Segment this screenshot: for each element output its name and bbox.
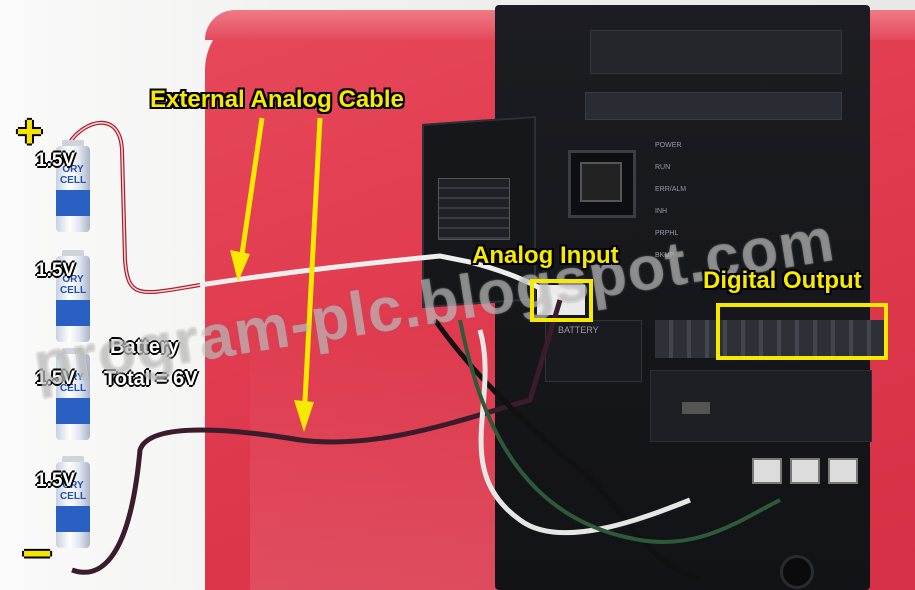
negative-sign: − [22,525,53,583]
cell-cap [62,140,84,147]
led-label: RUN [655,164,671,171]
mounting-hole [780,555,814,589]
cell-brand: ORY CELL [59,164,87,186]
digital-output-terminals [655,320,885,358]
cell-cap [62,250,84,257]
positive-sign: + [16,105,43,157]
cell-band [56,190,90,216]
cover-label [438,178,510,240]
peripheral-port-socket [580,162,622,202]
cell-voltage: 1.5V [36,150,76,171]
cell-cap [62,348,84,355]
terminal-plug [790,458,820,484]
cell-band [56,300,90,326]
led-label: POWER [655,142,682,149]
led-label: INH [655,208,668,215]
cable-arrow-1 [237,117,265,269]
battery-cell: ORY CELL [56,146,90,232]
battery-cell: ORY CELL [56,354,90,440]
cell-brand: ORY CELL [59,480,87,502]
cell-voltage: 1.5V [36,368,76,389]
positive-lead-wire [68,120,241,295]
battery-slot-label: BATTERY [558,325,599,335]
led-label: BKUP [655,252,675,259]
cell-voltage: 1.5V [36,260,76,281]
battery-title: Battery [110,336,179,358]
digital-output-label: Digital Output [703,267,862,294]
white-analog-wire [199,253,562,303]
cell-cap [62,456,84,463]
cell-brand: ORY CELL [59,372,87,394]
negative-lead-wire [71,299,563,575]
loose-white-wire [477,329,691,536]
battery-cell: ORY CELL [56,462,90,548]
analog-input-label: Analog Input [472,242,619,269]
cell-band [56,506,90,532]
cell-voltage: 1.5V [36,470,76,491]
cell-brand: ORY CELL [59,274,87,296]
cell-band [56,398,90,424]
terminal-plug [828,458,858,484]
plc-top-label [590,30,842,74]
cable-arrow-2 [301,117,323,421]
terminal-plug [752,458,782,484]
digital-output-highlight [716,303,888,360]
battery-slot: BATTERY [545,320,642,382]
battery-total: Total = 6V [104,368,198,390]
led-label: PRPHL [655,230,679,237]
loose-green-wire [458,319,781,544]
plc-indicator-leds: POWER RUN ERR/ALM INH PRPHL BKUP [655,135,705,285]
cable-arrow-1-head [230,250,250,282]
cable-label: External Analog Cable [150,86,404,113]
plc-terminal-strip [585,92,842,120]
cable-arrow-2-head [294,400,314,432]
plc-small-label [682,402,710,414]
led-label: ERR/ALM [655,186,687,193]
analog-input-highlight [530,279,593,322]
battery-cell: ORY CELL [56,256,90,342]
